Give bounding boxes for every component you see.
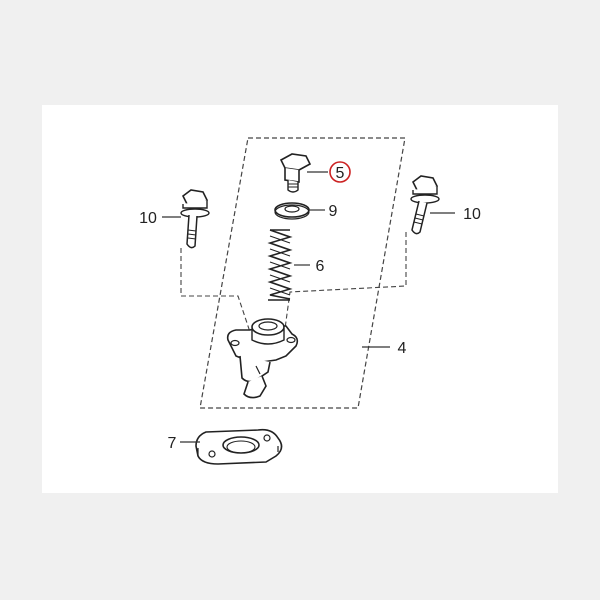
part-5-highlight-circle [329, 161, 351, 183]
spring-part [267, 229, 293, 301]
tensioner-body-part [226, 318, 299, 399]
callout-part-4: 4 [398, 340, 407, 357]
right-bolt-leader [283, 232, 407, 337]
callout-part-6: 6 [316, 258, 325, 275]
left-bolt-part [180, 189, 210, 249]
right-bolt-part [410, 175, 440, 235]
callout-part-10-left: 10 [139, 210, 157, 227]
callout-part-7: 7 [168, 435, 177, 452]
gasket-part [195, 428, 283, 465]
callout-part-10-right: 10 [463, 206, 481, 223]
callout-part-5: 5 [336, 165, 345, 182]
left-bolt-leader [180, 248, 253, 339]
callout-part-9: 9 [329, 203, 338, 220]
sealing-bolt-part [279, 153, 312, 193]
assembly-outline [199, 137, 406, 409]
washer-part [274, 202, 310, 220]
